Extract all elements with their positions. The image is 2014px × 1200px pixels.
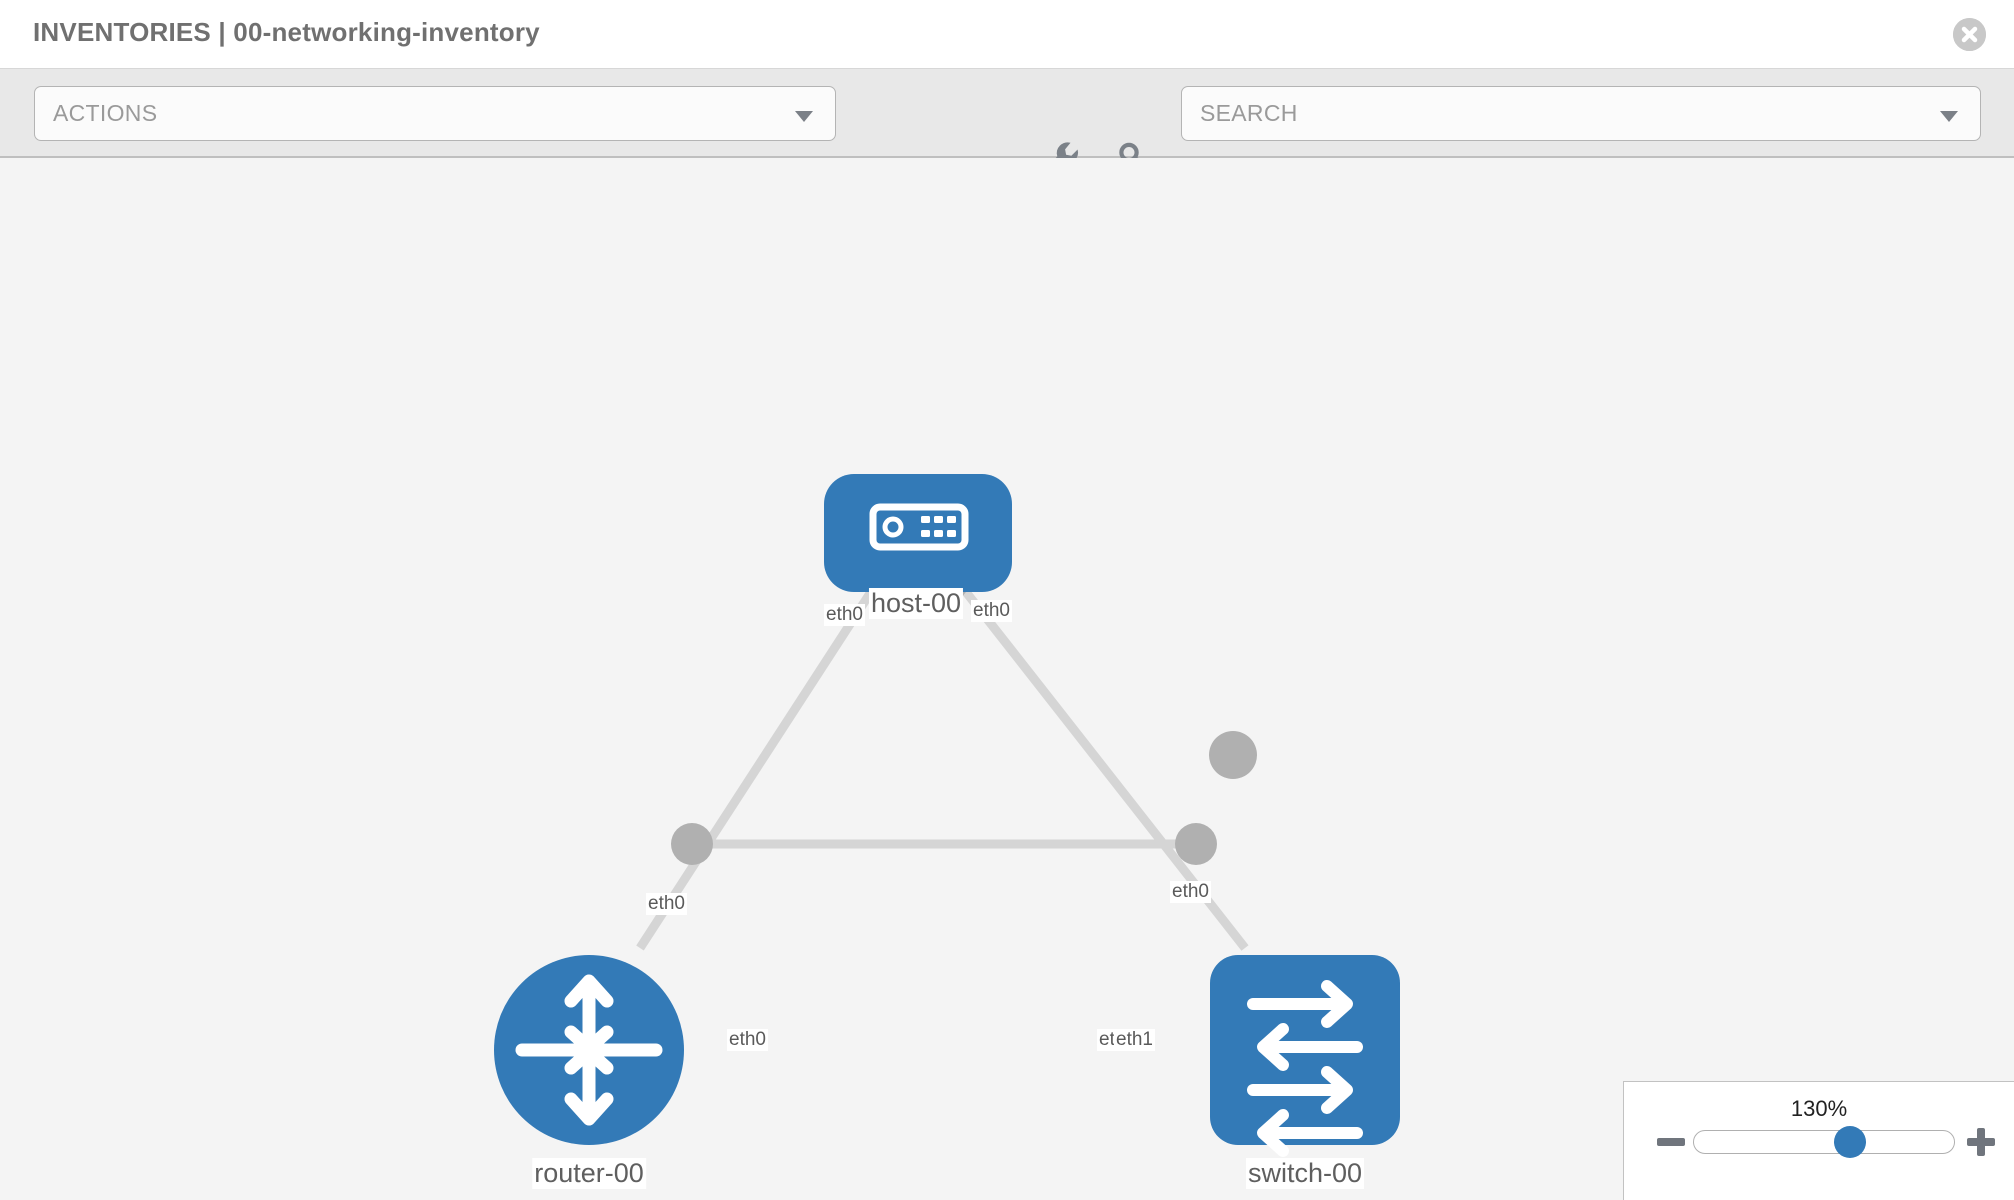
node-switch-00[interactable]: [1210, 955, 1400, 1157]
node-label-switch-00: switch-00: [1245, 1158, 1365, 1189]
search-placeholder: SEARCH: [1200, 100, 1298, 126]
zoom-control-panel: 130%: [1623, 1081, 2014, 1200]
search-input[interactable]: SEARCH: [1181, 86, 1981, 141]
node-host-00[interactable]: [824, 474, 1012, 592]
node-router-00[interactable]: [494, 955, 684, 1145]
edge-label-router00-eth0-up: eth0: [646, 893, 687, 915]
link-host00-router00: [636, 575, 884, 951]
topology-canvas[interactable]: host-00 router-00 switch-00 eth0 eth0 et…: [0, 158, 2014, 1200]
zoom-slider[interactable]: [1693, 1126, 1955, 1158]
chevron-down-icon: [1940, 111, 1958, 122]
topology-ports: [671, 560, 1257, 865]
edge-label-router00-eth0: eth0: [727, 1029, 768, 1051]
actions-dropdown-label: ACTIONS: [53, 100, 158, 126]
zoom-out-button[interactable]: [1657, 1138, 1685, 1146]
page-title: INVENTORIES | 00-networking-inventory: [33, 17, 540, 47]
page-header: INVENTORIES | 00-networking-inventory: [0, 0, 2014, 69]
node-label-host-00: host-00: [868, 588, 964, 619]
edge-label-switch00-eth0-up: eth0: [1170, 881, 1211, 903]
topology-links: [636, 575, 1249, 951]
topology-graph: [494, 474, 1400, 1157]
edge-label-switch00-eth1: eth1: [1114, 1029, 1155, 1051]
node-label-router-00: router-00: [532, 1158, 646, 1189]
edge-label-host00-eth0-right: eth0: [971, 600, 1012, 622]
chevron-down-icon: [795, 111, 813, 122]
port-switch00-eth1: [1175, 823, 1217, 865]
actions-dropdown[interactable]: ACTIONS: [34, 86, 836, 141]
zoom-percent-label: 130%: [1790, 1096, 1848, 1121]
port-switch00-eth0: [1209, 731, 1257, 779]
edge-label-host00-eth0-left: eth0: [824, 604, 865, 626]
port-router00-eth0: [671, 823, 713, 865]
toolbar: ACTIONS SEARCH: [0, 69, 2014, 175]
zoom-in-button[interactable]: [1967, 1128, 1995, 1156]
close-icon[interactable]: [1953, 18, 1986, 51]
zoom-slider-thumb[interactable]: [1834, 1126, 1866, 1158]
